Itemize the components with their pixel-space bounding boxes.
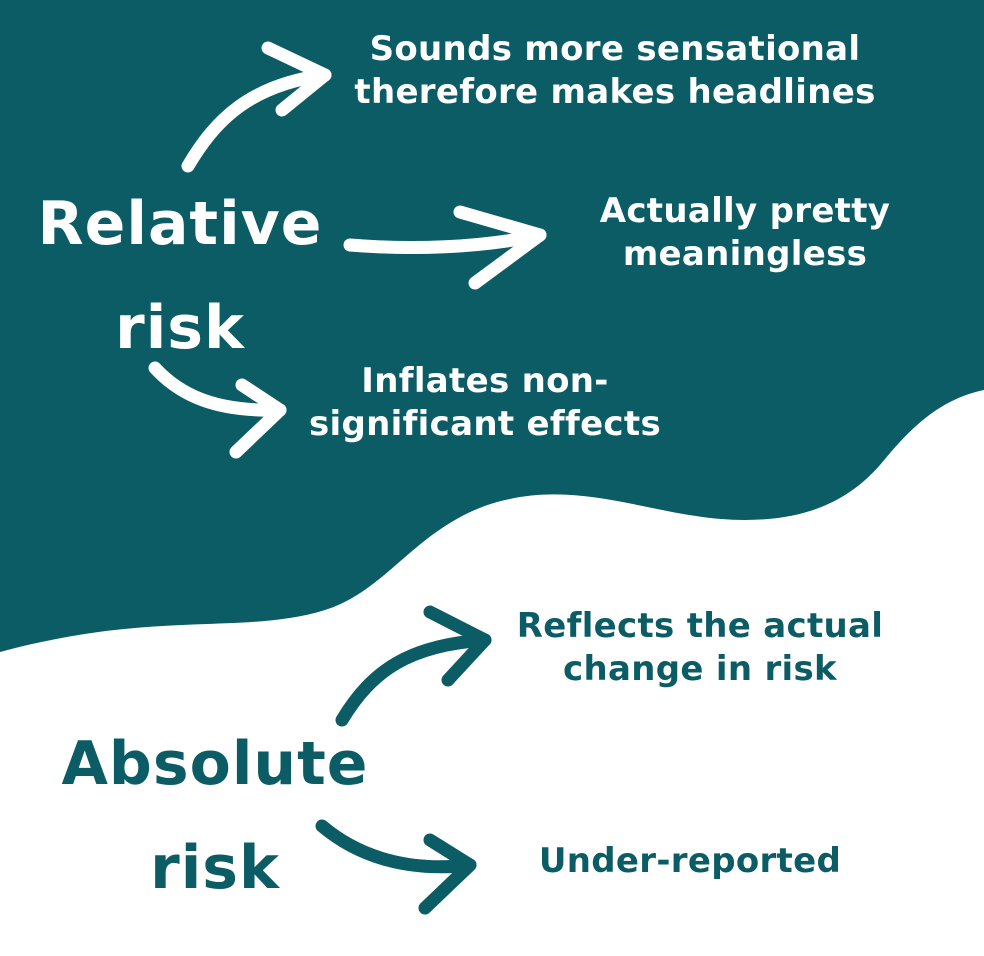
point-line: significant effects xyxy=(309,404,661,445)
arrow-to-sensational-icon xyxy=(181,41,332,173)
point-line: therefore makes headlines xyxy=(354,72,876,113)
relative-point-sensational: Sounds more sensational therefore makes … xyxy=(330,28,900,114)
point-line: Reflects the actual xyxy=(516,606,884,646)
relative-title-line1: Relative xyxy=(37,189,323,259)
relative-point-meaningless: Actually pretty meaningless xyxy=(570,190,920,276)
arrow-to-reflects-icon xyxy=(335,605,492,727)
point-line: change in risk xyxy=(563,649,837,690)
point-line: Actually pretty xyxy=(599,191,891,231)
point-line: Under-reported xyxy=(538,841,842,881)
arrow-to-inflates-icon xyxy=(148,361,287,459)
relative-risk-title: Relative risk xyxy=(30,170,330,382)
point-line: meaningless xyxy=(622,234,868,275)
absolute-point-reflects: Reflects the actual change in risk xyxy=(490,605,910,691)
point-line: Inflates non- xyxy=(361,361,609,401)
absolute-title-line2: risk xyxy=(150,833,280,903)
point-line: Sounds more sensational xyxy=(369,29,861,69)
absolute-risk-title: Absolute risk xyxy=(55,710,375,922)
arrow-to-meaningless-icon xyxy=(343,205,547,290)
teal-background-wave xyxy=(0,0,984,652)
arrow-to-under-reported-icon xyxy=(315,819,477,915)
absolute-title-line1: Absolute xyxy=(61,729,369,799)
relative-point-inflates: Inflates non- significant effects xyxy=(290,360,680,446)
absolute-point-under-reported: Under-reported xyxy=(500,840,880,883)
relative-title-line2: risk xyxy=(115,293,245,363)
